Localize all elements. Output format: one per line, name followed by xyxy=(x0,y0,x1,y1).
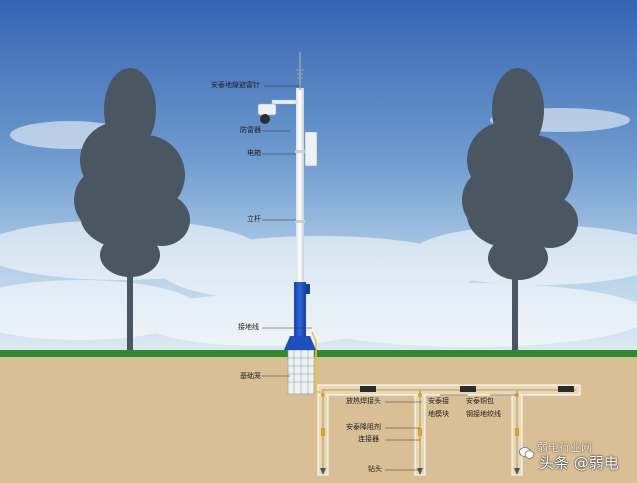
leader-lines xyxy=(262,85,517,471)
ground-wire xyxy=(311,331,322,393)
pole-lower xyxy=(294,282,306,336)
joints xyxy=(321,393,519,436)
pole-upper xyxy=(296,88,304,284)
camera-housing xyxy=(257,103,277,116)
ground-modules xyxy=(360,386,574,392)
label-drill-bit: 钻头 xyxy=(368,465,382,473)
label-pole: 立杆 xyxy=(247,215,261,223)
electric-box xyxy=(304,131,318,167)
rod-fins xyxy=(296,69,304,79)
label-connector: 连接器 xyxy=(358,435,379,443)
grass-line xyxy=(0,350,637,357)
pole-door xyxy=(306,284,310,294)
right-tree xyxy=(462,68,578,352)
label-lightning-rod: 安泰地線避雷针 xyxy=(211,81,260,89)
chat-bubble-icon xyxy=(519,447,535,459)
left-tree xyxy=(74,68,190,352)
watermark-text: 头条 @弱电 xyxy=(539,454,619,472)
label-ground-module-1: 安泰接 xyxy=(428,397,449,405)
label-exothermic-joint: 放热焊接头 xyxy=(346,397,381,405)
camera-dome xyxy=(260,114,270,124)
label-foundation-cage: 基础笼 xyxy=(240,372,261,380)
watermark-overlay: 弱电行业网 xyxy=(537,441,592,454)
label-copper-clad-1: 安泰铜包 xyxy=(466,397,494,405)
pole-rings xyxy=(295,150,305,223)
label-ground-wire: 接地线 xyxy=(238,323,259,331)
label-ground-module-2: 地模块 xyxy=(428,410,449,418)
label-resistance-agent: 安泰降阻剂 xyxy=(346,423,381,431)
label-copper-clad-2: 钢接地绞线 xyxy=(466,410,501,418)
foundation-cage xyxy=(287,349,315,395)
camera-arm xyxy=(271,99,297,105)
pole-base xyxy=(284,336,316,350)
label-camera: 防雷器 xyxy=(240,126,261,134)
label-electric-box: 电箱 xyxy=(247,149,261,157)
